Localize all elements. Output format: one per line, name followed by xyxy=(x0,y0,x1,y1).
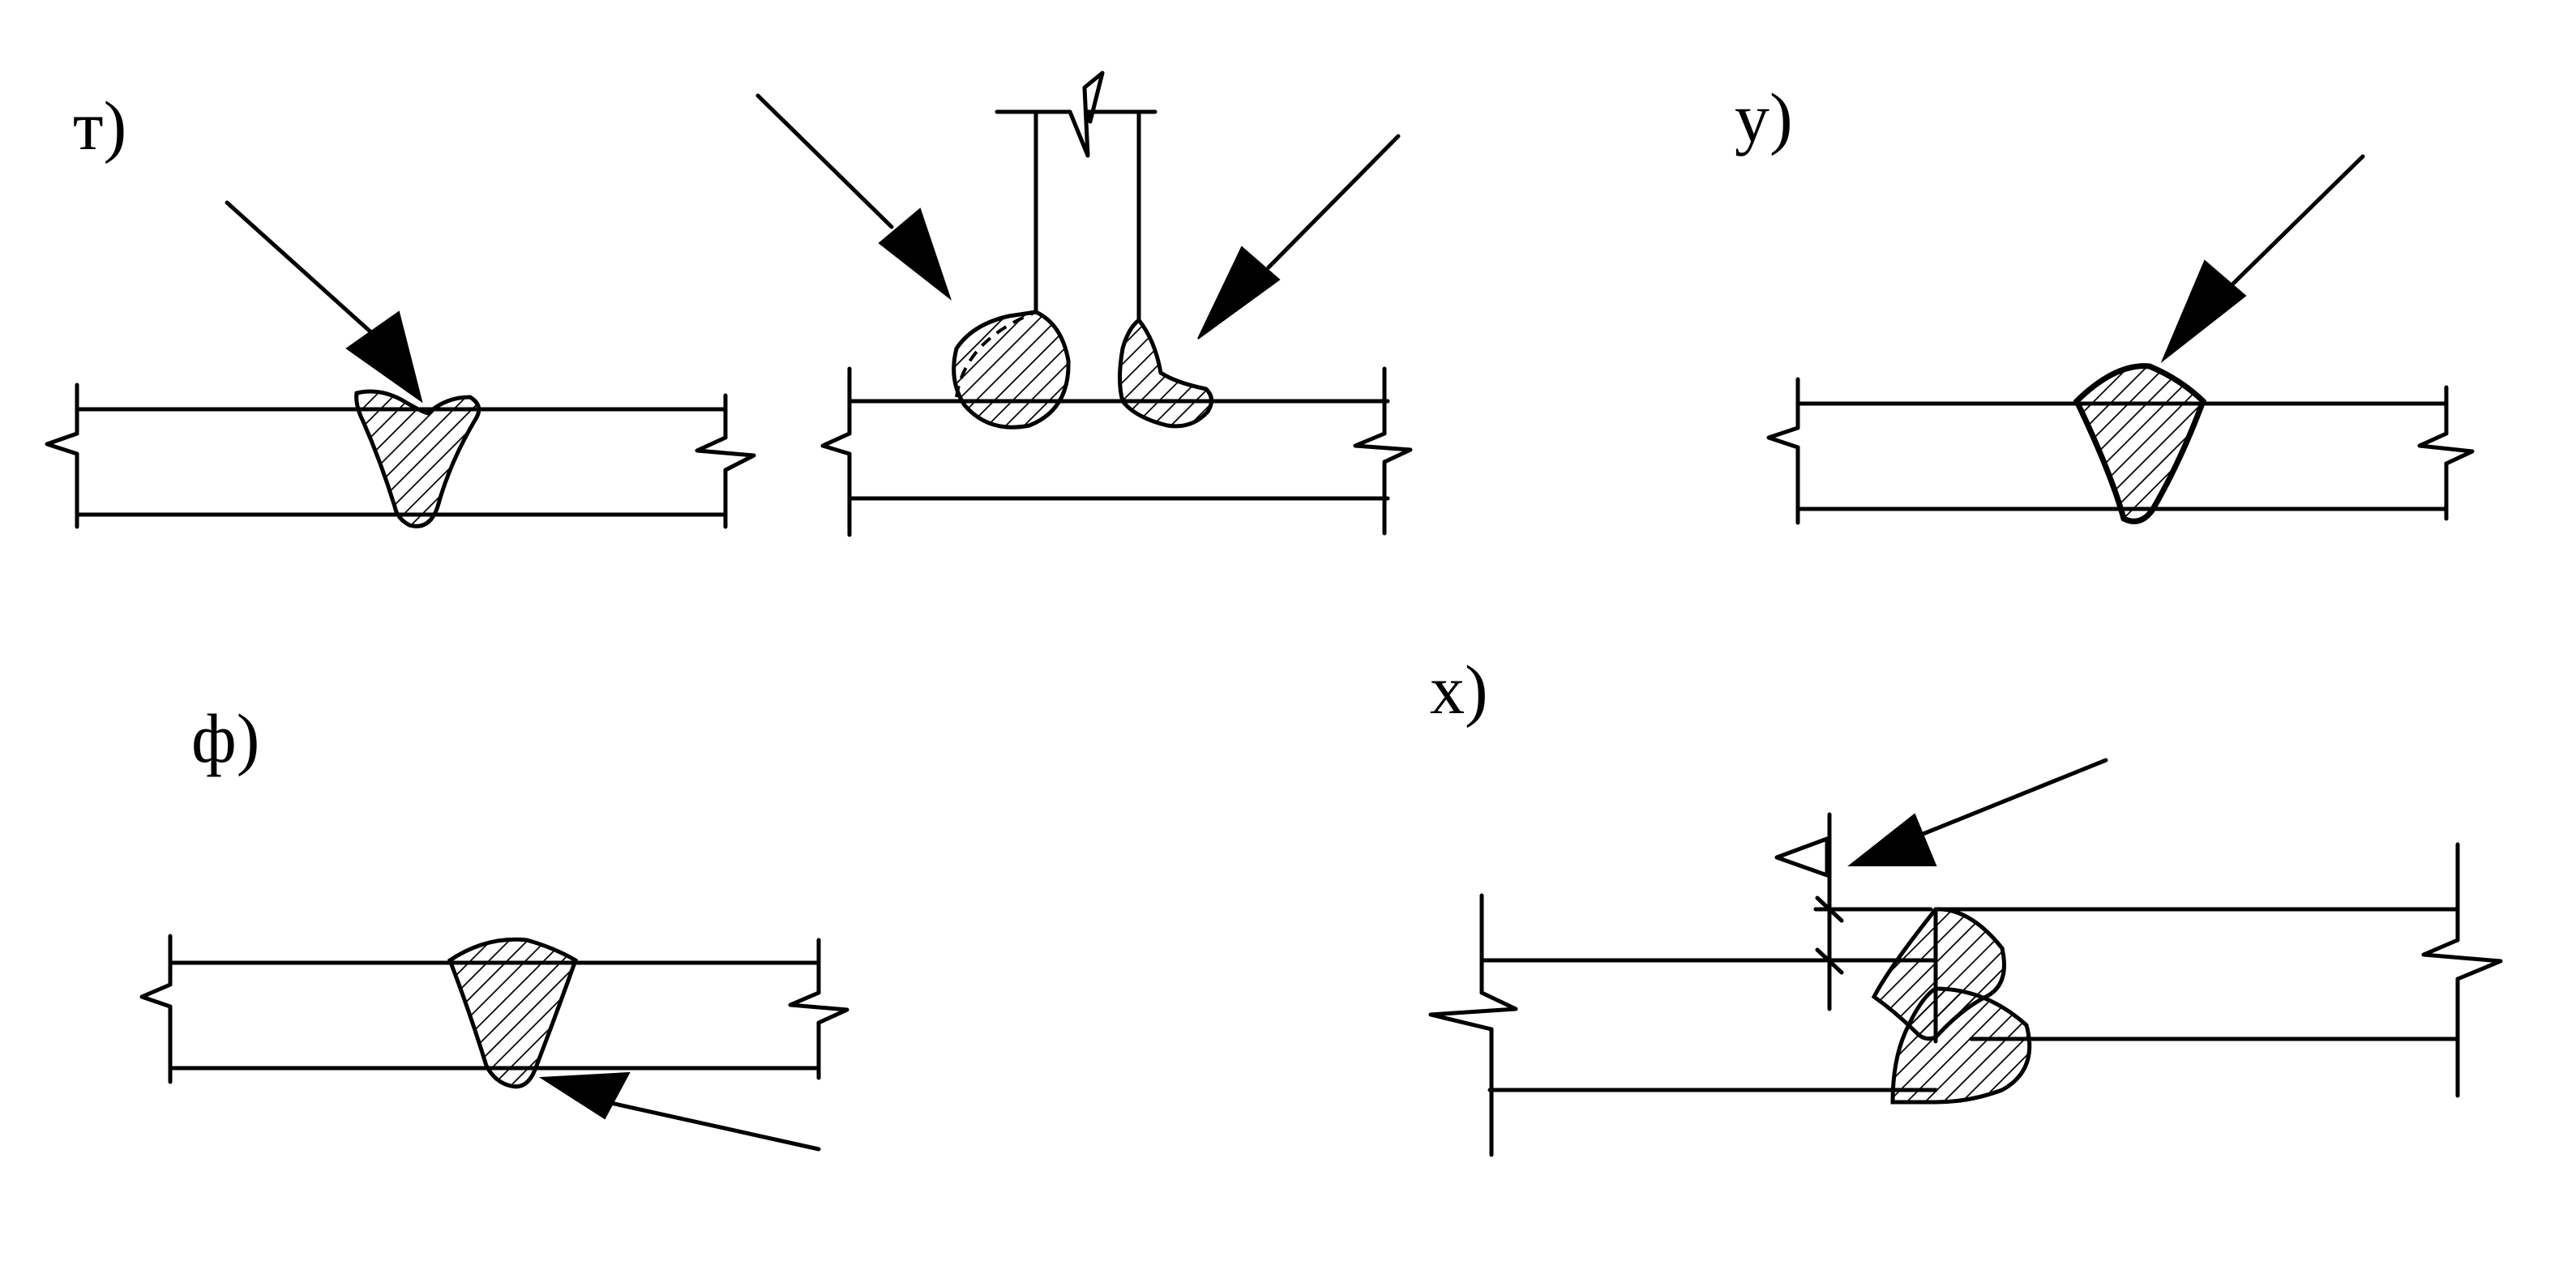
tjoint-right-arrow xyxy=(1197,134,1401,340)
tjoint-left-weld-outline xyxy=(955,310,1037,398)
panel-label-t: т) xyxy=(73,87,127,165)
panel-t-arrow xyxy=(225,200,423,404)
panel-kh-lower-plate xyxy=(1428,893,1938,1157)
panel-label-u: у) xyxy=(1735,79,1793,156)
panel-f-weld-bead xyxy=(447,937,579,1089)
tjoint-web-plate xyxy=(995,71,1157,323)
panel-u-arrow xyxy=(2160,154,2365,364)
panel-u-weld-bead xyxy=(2073,363,2207,524)
tjoint-right-fillet-weld xyxy=(1118,317,1213,429)
panel-t-diagram xyxy=(45,200,756,529)
panel-t-tjoint-diagram xyxy=(755,71,1413,537)
panel-kh-dim-tick-bottom xyxy=(1815,947,1844,975)
panel-f-diagram xyxy=(139,934,849,1152)
tjoint-base-plate xyxy=(820,366,1413,537)
panel-kh-leg-triangle xyxy=(1774,836,1829,878)
tjoint-left-fillet-weld xyxy=(952,310,1071,430)
panel-t-weld-bead xyxy=(354,389,481,528)
panel-kh-dim-tick-top xyxy=(1815,895,1844,923)
panel-label-kh: х) xyxy=(1430,651,1488,729)
panel-u-diagram xyxy=(1766,154,2475,525)
panel-label-f: ф) xyxy=(191,699,260,777)
tjoint-left-arrow xyxy=(755,93,952,301)
panel-kh-lower-fillet-weld xyxy=(1890,986,2032,1105)
panel-f-arrow xyxy=(538,1071,821,1152)
panel-kh-arrow xyxy=(1847,758,2108,866)
panel-kh-diagram xyxy=(1428,758,2503,1157)
